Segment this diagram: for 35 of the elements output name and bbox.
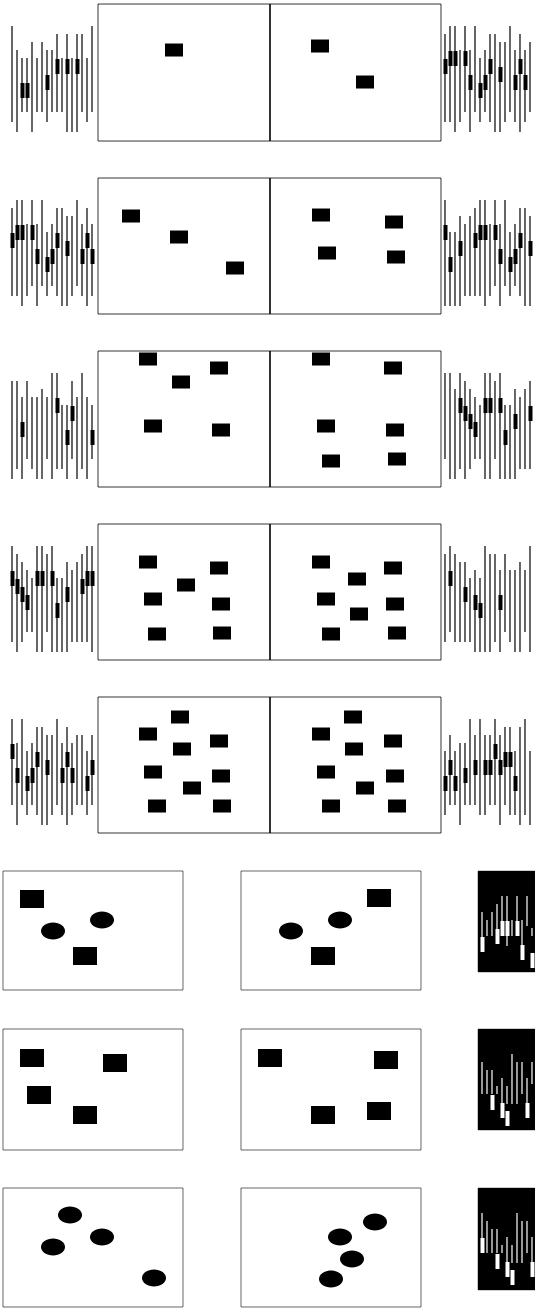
oval-mark [90,1228,114,1246]
panel-frame [97,523,442,661]
panel-frame [97,696,442,834]
panel-frame [240,1187,422,1308]
panel-frame [97,3,442,142]
square-mark [73,1106,97,1124]
oval-mark [41,1238,65,1256]
oval-mark [279,922,303,940]
panel-frame [240,870,422,991]
oval-mark [319,1270,343,1288]
square-mark [27,1086,51,1104]
panel-frame [2,870,184,991]
oval-mark [142,1269,166,1287]
oval-mark [41,922,65,940]
square-mark [103,1054,127,1072]
panel-frame [2,1028,184,1151]
panel-frame [240,1028,422,1151]
square-mark [367,889,391,907]
oval-mark [90,911,114,929]
square-mark [20,1049,44,1067]
panel-frame [97,350,442,488]
square-mark [374,1051,398,1069]
square-mark [311,947,335,965]
panel-frame [97,177,442,315]
square-mark [367,1102,391,1120]
oval-mark [328,911,352,929]
oval-mark [363,1213,387,1231]
panel-frame [2,1187,184,1308]
square-mark [311,1106,335,1124]
square-mark [73,947,97,965]
oval-mark [340,1250,364,1268]
oval-mark [58,1206,82,1224]
square-mark [20,890,44,908]
square-mark [258,1049,282,1067]
oval-mark [328,1228,352,1246]
